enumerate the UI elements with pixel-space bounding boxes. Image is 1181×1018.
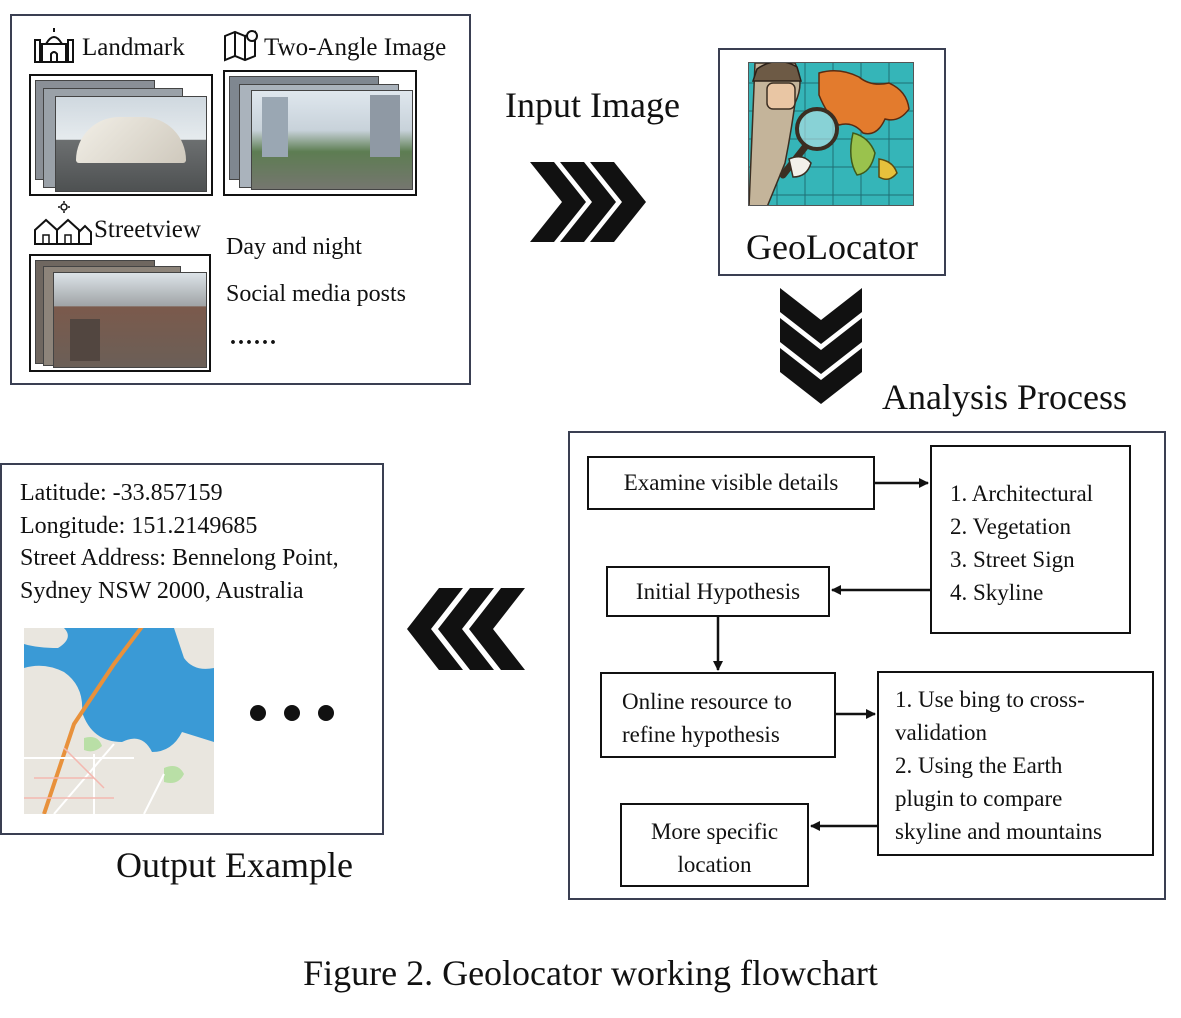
- latitude-value: Latitude: -33.857159: [20, 480, 223, 506]
- longitude-value: Longitude: 151.2149685: [20, 512, 258, 539]
- initial-hypothesis-node: Initial Hypothesis: [606, 566, 830, 617]
- output-text: Latitude: -33.857159 Longitude: 151.2149…: [20, 477, 339, 607]
- extra-input-types: Day and night Social media posts ......: [226, 234, 406, 351]
- online-resource-line1: Online resource to: [622, 689, 792, 714]
- door-shape: [70, 319, 100, 361]
- method-line4: plugin to compare: [895, 786, 1063, 811]
- online-resource-node: Online resource to refine hypothesis: [600, 672, 836, 758]
- ellipsis-dot: [284, 705, 300, 721]
- alley-photo-front: [53, 272, 207, 368]
- visible-details-list: 1. Architectural 2. Vegetation 3. Street…: [930, 445, 1131, 634]
- geolocator-label: GeoLocator: [746, 227, 918, 267]
- figure-caption: Figure 2. Geolocator working flowchart: [303, 953, 878, 993]
- chevrons-down-icon: [780, 288, 862, 404]
- specific-location-line1: More specific: [650, 819, 779, 844]
- streetview-label: Streetview: [94, 216, 201, 243]
- ellipsis-dot: [318, 705, 334, 721]
- method-line3: 2. Using the Earth: [895, 753, 1063, 778]
- address-line1: Street Address: Bennelong Point,: [20, 545, 339, 571]
- detective-map-illustration: [749, 63, 913, 205]
- online-resource-line2: refine hypothesis: [622, 722, 780, 747]
- map-pin-icon: [224, 30, 258, 62]
- two-angle-images-frame: [223, 70, 417, 196]
- output-example-title: Output Example: [116, 845, 353, 885]
- method-line5: skyline and mountains: [895, 819, 1102, 844]
- landmark-photo-front: [55, 96, 207, 192]
- detail-street-sign: 3. Street Sign: [950, 547, 1075, 572]
- geolocator-image: [748, 62, 914, 206]
- detail-skyline: 4. Skyline: [950, 580, 1044, 605]
- specific-location-node: More specific location: [620, 803, 809, 887]
- houses-icon: [34, 201, 92, 245]
- landmark-images-frame: [29, 74, 213, 196]
- extra-item-ellipsis: ......: [230, 324, 278, 350]
- extra-item-day-night: Day and night: [226, 234, 362, 260]
- street-photo-front: [251, 90, 413, 190]
- examine-details-text: Examine visible details: [623, 470, 839, 496]
- detail-architectural: 1. Architectural: [950, 481, 1094, 506]
- two-angle-label: Two-Angle Image: [264, 34, 447, 61]
- analysis-process-title: Analysis Process: [882, 377, 1127, 417]
- output-panel: Latitude: -33.857159 Longitude: 151.2149…: [0, 463, 384, 835]
- ellipsis-dot: [250, 705, 266, 721]
- extra-item-social: Social media posts: [226, 281, 406, 307]
- validation-methods-node: 1. Use bing to cross- validation 2. Usin…: [877, 671, 1154, 856]
- map-thumbnail: [24, 628, 214, 814]
- specific-location-line2: location: [677, 852, 752, 877]
- method-line1: 1. Use bing to cross-: [895, 687, 1085, 712]
- landmark-label: Landmark: [82, 34, 185, 61]
- mosque-icon: [34, 28, 74, 63]
- chevrons-right-icon: [530, 162, 646, 242]
- chevrons-left-icon: [407, 588, 525, 670]
- detail-vegetation: 2. Vegetation: [950, 514, 1071, 539]
- method-line2: validation: [895, 720, 987, 745]
- building-shape: [262, 97, 288, 157]
- examine-details-node: Examine visible details: [587, 456, 875, 510]
- geolocator-box: GeoLocator: [718, 48, 946, 276]
- building-shape-2: [370, 95, 400, 157]
- streetview-images-frame: [29, 254, 211, 372]
- input-panel: Landmark Two-Angle Image Streetview: [10, 14, 471, 385]
- input-image-label: Input Image: [505, 85, 680, 125]
- address-line2: Sydney NSW 2000, Australia: [20, 577, 304, 604]
- opera-house-shape: [76, 117, 186, 163]
- initial-hypothesis-text: Initial Hypothesis: [635, 578, 801, 604]
- sydney-map: [24, 628, 214, 814]
